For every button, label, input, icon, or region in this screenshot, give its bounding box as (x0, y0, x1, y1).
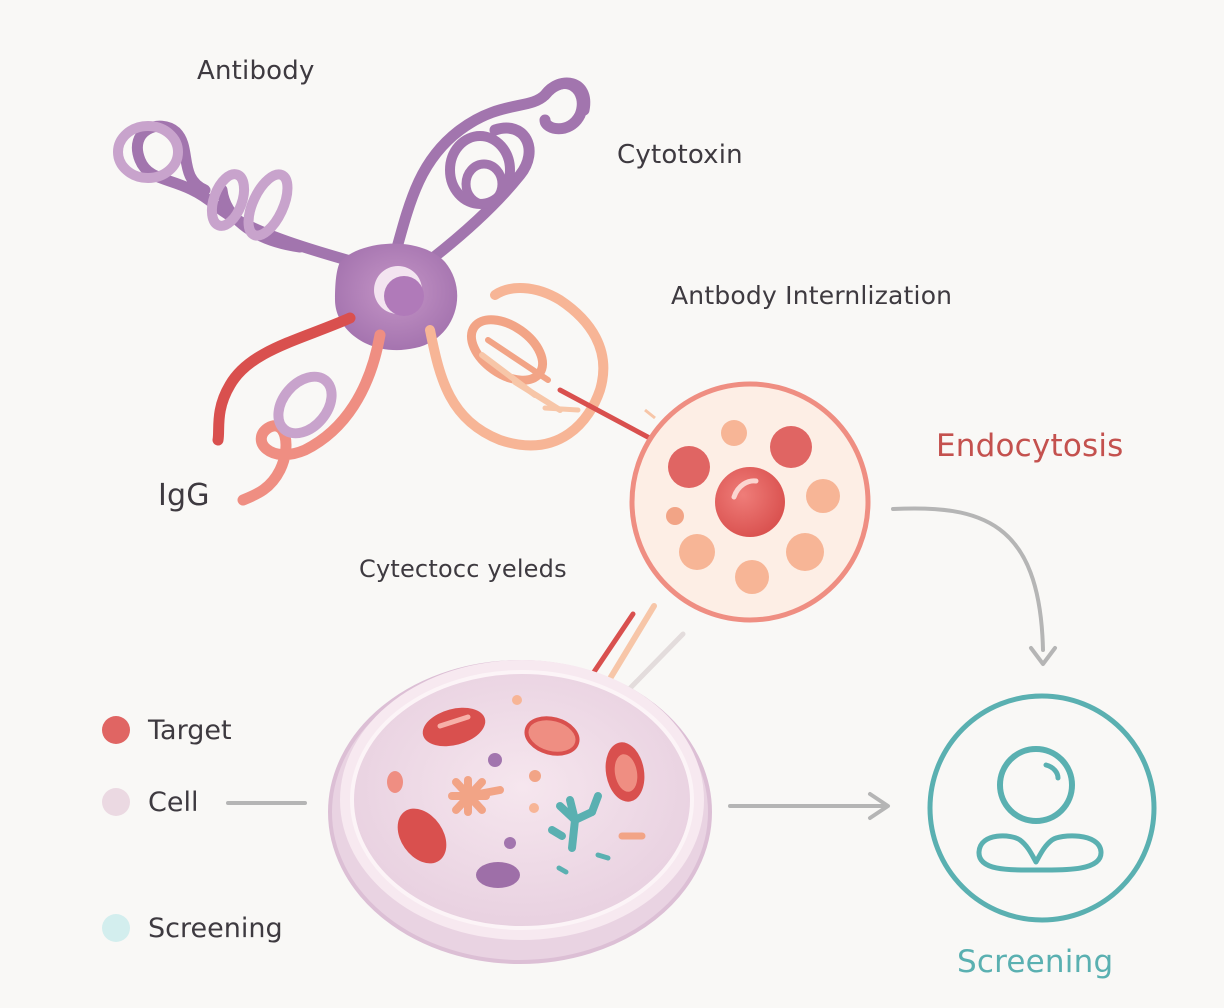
legend-label: Screening (148, 912, 283, 944)
legend-cell-dot-icon (102, 788, 130, 816)
antibody-molecule-icon (113, 77, 675, 506)
endocytosis-label: Endocytosis (936, 428, 1124, 464)
arrow-head-right-icon (868, 792, 890, 820)
legend-item-cell: Cell (102, 786, 198, 818)
legend-item-screening: Screening (102, 912, 283, 944)
flow-arrows (226, 506, 1057, 820)
legend-screening-dot-icon (102, 914, 130, 942)
legend-label: Cell (148, 786, 199, 818)
screening-label: Screening (957, 944, 1114, 980)
person-screening-icon (927, 693, 1157, 923)
arrow-to-screening (891, 506, 1045, 652)
legend-target-dot-icon (102, 716, 130, 744)
igg-label: IgG (158, 478, 210, 513)
cytectocc-label: Cytectocc yeleds (359, 555, 567, 583)
arrow-head-down-icon (1029, 646, 1057, 666)
legend-item-target: Target (102, 714, 232, 746)
cytotoxin-label: Cytotoxin (617, 140, 743, 170)
antibody-label: Antibody (197, 56, 315, 86)
endosome-cell-icon (629, 381, 871, 623)
petri-dish-icon (328, 660, 712, 964)
legend-label: Target (148, 714, 232, 746)
internalization-label: Antbody Internlization (671, 281, 953, 310)
